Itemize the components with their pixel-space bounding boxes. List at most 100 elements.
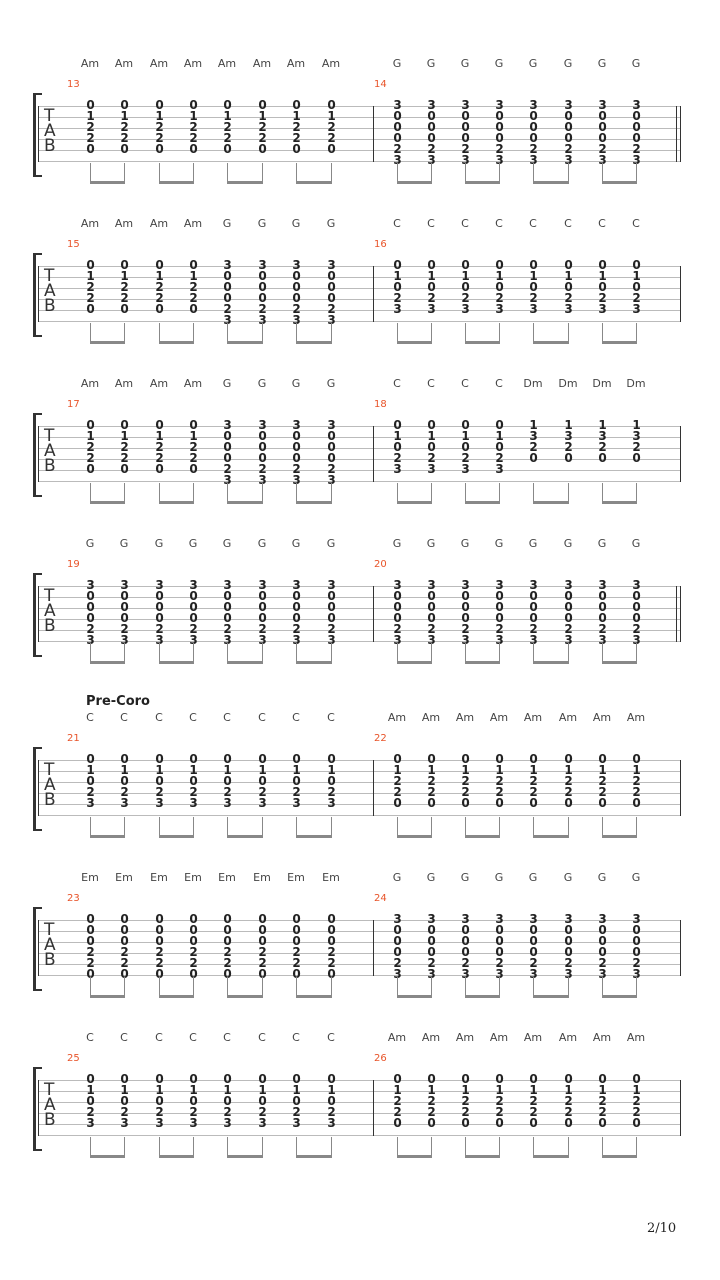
fret-number: 0 [427,923,435,937]
note-beam [159,1155,194,1158]
fret-number: 0 [189,142,197,156]
fret-number: 3 [427,578,435,592]
fret-number: 0 [427,440,435,454]
fret-number: 0 [155,142,163,156]
note-stem [636,483,637,503]
fret-number: 0 [120,302,128,316]
chord-name: G [631,57,641,70]
fret-number: 0 [292,752,300,766]
fret-number: 3 [598,98,606,112]
fret-number: 1 [120,1083,128,1097]
fret-number: 2 [258,622,266,636]
chord-name: Am [217,57,237,70]
chord-name: Em [218,871,236,884]
fret-number: 3 [427,633,435,647]
fret-number: 0 [292,774,300,788]
note-stem [159,323,160,343]
note-stem [296,643,297,663]
barline [38,266,39,322]
staff-line [38,1135,681,1136]
staff-line [38,288,681,289]
fret-number: 0 [258,912,266,926]
note-stem [636,977,637,997]
tab-clef-letter: T [44,1080,55,1100]
fret-number: 0 [292,429,300,443]
chord-name: G [326,537,336,550]
fret-number: 0 [120,912,128,926]
fret-number: 0 [292,611,300,625]
fret-number: 2 [189,451,197,465]
fret-number: 0 [529,796,537,810]
fret-number: 2 [393,956,401,970]
note-stem [499,323,500,343]
fret-number: 0 [461,600,469,614]
note-beam [159,181,194,184]
note-stem [296,977,297,997]
fret-number: 2 [598,774,606,788]
note-stem [193,1137,194,1157]
fret-number: 0 [529,1116,537,1130]
fret-number: 2 [495,1105,503,1119]
fret-number: 0 [223,142,231,156]
fret-number: 3 [632,633,640,647]
fret-number: 1 [155,763,163,777]
fret-number: 0 [632,258,640,272]
fret-number: 2 [120,945,128,959]
staff-line [38,299,681,300]
fret-number: 0 [632,923,640,937]
fret-number: 0 [120,600,128,614]
fret-number: 2 [223,785,231,799]
fret-number: 2 [223,1105,231,1119]
note-stem [602,483,603,503]
tab-clef-letter: A [44,1095,56,1115]
fret-number: 2 [223,120,231,134]
chord-name: G [563,537,573,550]
system-bracket [33,253,42,337]
fret-number: 2 [327,945,335,959]
fret-number: 0 [189,923,197,937]
fret-number: 2 [189,440,197,454]
fret-number: 3 [564,967,572,981]
note-beam [465,1155,500,1158]
fret-number: 0 [461,1072,469,1086]
fret-number: 2 [427,291,435,305]
fret-number: 3 [393,967,401,981]
note-stem [262,163,263,183]
chord-name: Dm [592,377,612,390]
chord-name: C [292,1031,300,1044]
chord-name: Em [81,871,99,884]
fret-number: 2 [632,1094,640,1108]
fret-number: 3 [393,98,401,112]
fret-number: 1 [258,1083,266,1097]
fret-number: 2 [258,120,266,134]
chord-name: C [292,711,300,724]
fret-number: 0 [598,752,606,766]
chord-name: Am [523,1031,543,1044]
measure-number: 20 [374,559,387,570]
note-stem [331,483,332,503]
fret-number: 0 [327,269,335,283]
fret-number: 2 [461,451,469,465]
note-stem [124,817,125,837]
fret-number: 0 [564,752,572,766]
note-stem [465,643,466,663]
note-beam [227,835,263,838]
staff-line [38,953,681,954]
chord-name: Am [592,1031,612,1044]
fret-number: 0 [292,934,300,948]
chord-name: G [392,537,402,550]
fret-number: 2 [461,1094,469,1108]
fret-number: 0 [86,98,94,112]
note-stem [465,163,466,183]
barline [680,106,681,162]
chord-name: Am [149,377,169,390]
note-stem [602,163,603,183]
fret-number: 2 [120,622,128,636]
fret-number: 3 [564,98,572,112]
note-stem [331,643,332,663]
fret-number: 0 [292,98,300,112]
staff-line [38,804,681,805]
fret-number: 0 [120,98,128,112]
fret-number: 2 [427,142,435,156]
